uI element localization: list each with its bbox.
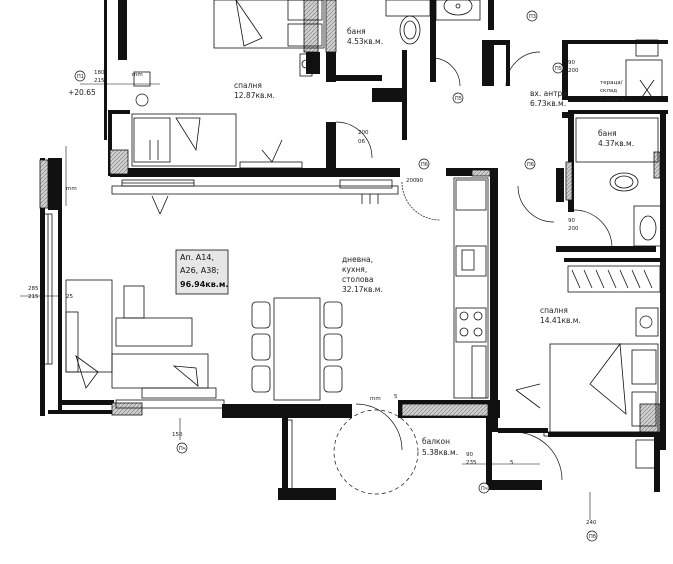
tag-p5-b: П5 <box>555 66 562 72</box>
dim-150: 150 <box>172 432 183 438</box>
windows <box>43 179 655 493</box>
room-storage-area: 2.06кв.м. <box>600 97 627 103</box>
tag-p6-a: П6 <box>421 162 428 168</box>
dim-5-door: 5 <box>394 394 398 400</box>
dimension-lines <box>20 83 591 520</box>
dim-235-balcony: 235 <box>466 460 477 466</box>
level-mark: +20.65 <box>68 88 96 97</box>
room-bedroom1-area: 12.87кв.м. <box>234 91 275 100</box>
room-balcony-name: балкон <box>422 437 450 446</box>
room-living-area: 32.17кв.м. <box>342 285 383 294</box>
room-storage-name1: тераца/ <box>600 80 623 86</box>
dim-215-top: 215 <box>94 78 105 84</box>
dim-mm-1: mm <box>132 72 143 78</box>
room-bath-top-area: 4.53кв.м. <box>347 37 383 46</box>
apt-line1: Ап. А14, <box>180 253 214 262</box>
room-living-name1: дневна, <box>342 255 373 264</box>
tag-p3: П3 <box>529 14 536 20</box>
room-entry-area: 6.73кв.м. <box>530 99 566 108</box>
dim-90-entry: 90 <box>568 60 575 66</box>
dim-mm-2: mm <box>66 186 77 192</box>
hatched-walls <box>39 0 661 433</box>
tag-p5: П5 <box>455 96 462 102</box>
dim-25-left: 25 <box>66 294 73 300</box>
dim-200-living: 200 <box>406 178 417 184</box>
bed-bedroom-2 <box>549 307 659 469</box>
dim-215-left: 215 <box>28 294 39 300</box>
room-bath-top-name: баня <box>347 27 366 36</box>
room-bath2-area: 4.37кв.м. <box>598 139 634 148</box>
dim-200-bath2: 200 <box>568 226 579 232</box>
dim-90-balcony: 90 <box>466 452 473 458</box>
tag-p6-b: П6 <box>527 162 534 168</box>
room-bedroom2-area: 14.41кв.м. <box>540 316 581 325</box>
tag-p1: П1 <box>77 74 84 80</box>
dim-90-bath2: 90 <box>568 218 575 224</box>
living-furniture <box>65 279 217 399</box>
dim-90-living: 90 <box>416 178 423 184</box>
room-bath2-name: баня <box>598 129 617 138</box>
dim-285: 285 <box>28 286 39 292</box>
dining-table <box>251 297 343 401</box>
dim-06-door: 06 <box>358 139 365 145</box>
room-entry-name: вх. антре <box>530 89 567 98</box>
bathroom-top-fixtures <box>385 0 481 45</box>
walls <box>40 0 668 500</box>
bedroom1-furniture <box>131 71 303 215</box>
room-storage-name2: склад <box>600 88 617 94</box>
room-bedroom1-name: спалня <box>234 81 262 90</box>
tag-markers <box>74 10 653 542</box>
bed-top <box>213 0 325 77</box>
tag-pb: Пб <box>589 534 596 540</box>
kitchen <box>453 177 489 399</box>
room-bedroom2-name: спалня <box>540 306 568 315</box>
entry-arrows <box>361 194 541 409</box>
bathroom-2-fixtures <box>575 39 663 247</box>
dim-mm-3: mm <box>370 396 381 402</box>
room-balcony-area: 5.38кв.м. <box>422 448 458 457</box>
tag-p-balcony: Пч <box>481 486 488 492</box>
dim-240: 240 <box>586 520 597 526</box>
room-living-name3: столова <box>342 275 373 284</box>
room-living-name2: кухня, <box>342 265 367 274</box>
dim-200-entry: 200 <box>568 68 579 74</box>
doors <box>333 51 613 495</box>
dim-200-door: 200 <box>358 130 369 136</box>
tag-p-living: Пч <box>179 446 186 452</box>
apt-area: 96.94кв.м. <box>180 280 228 289</box>
apartment-info-box <box>175 249 229 295</box>
apt-line2: А26, А38; <box>180 266 219 275</box>
dim-180: 180 <box>94 70 105 76</box>
dim-5-balcony: 5 <box>510 460 514 466</box>
wardrobe <box>567 265 661 293</box>
